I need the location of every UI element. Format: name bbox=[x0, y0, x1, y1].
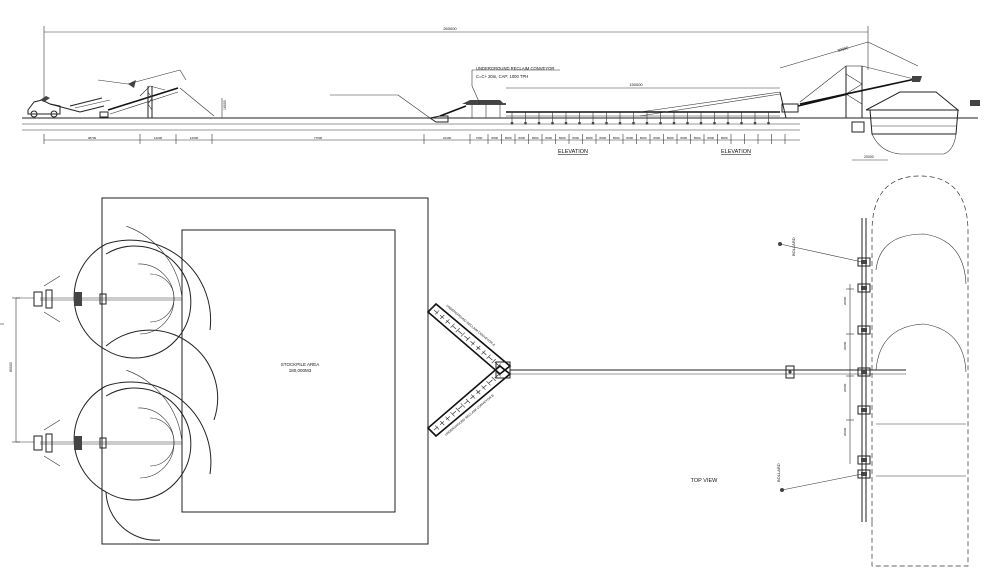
dim-label: 8000 bbox=[721, 136, 728, 140]
dimension-chain: 38700 14000 12000 77000 22400 7000 8000 8000 800… bbox=[43, 134, 800, 144]
ship-outline-outer bbox=[871, 175, 969, 567]
reclaim-label-2: C=C+ 20m, CAP: 1000 TPH bbox=[476, 74, 528, 79]
stacker-plan-top bbox=[16, 275, 107, 323]
dim-label: 8000 bbox=[640, 136, 647, 140]
stockpile-label-1: STOCKPILE AREA bbox=[281, 362, 319, 367]
dim-label: 8000 bbox=[518, 136, 525, 140]
stacker-plan-bottom bbox=[16, 419, 107, 467]
dim-label: 8000 bbox=[653, 136, 660, 140]
bollard-bottom-label: BOLLARD bbox=[776, 463, 781, 482]
dim-label: 8000 bbox=[491, 136, 498, 140]
height-dim-text: 16000 bbox=[223, 100, 227, 110]
stockpile-outer-boundary bbox=[101, 197, 429, 545]
dim-label: 8000 bbox=[680, 136, 687, 140]
dim-label: 8000 bbox=[586, 136, 593, 140]
dim-label: 8000 bbox=[545, 136, 552, 140]
dim-label: 8000 bbox=[532, 136, 539, 140]
ship-outline-inner bbox=[875, 233, 967, 477]
reclaim-label-1: UNDERGROUND RECLAIM CONVEYOR bbox=[476, 66, 554, 71]
berth-dim-label: 20000 bbox=[843, 296, 847, 305]
elevation-title-2: ELEVATION bbox=[721, 149, 751, 155]
dim-ticks: 38700 14000 12000 77000 22400 7000 8000 8000 800… bbox=[43, 134, 786, 144]
dim-label: 8000 bbox=[667, 136, 674, 140]
stockpile-label-2: 180,000M3 bbox=[289, 368, 312, 373]
dim-label: 8000 bbox=[613, 136, 620, 140]
spacing-dim-text: 80000 bbox=[9, 362, 13, 372]
dim-label: 12000 bbox=[190, 136, 199, 140]
dim-label: 8000 bbox=[694, 136, 701, 140]
elevation-view: 260000 bbox=[22, 26, 980, 161]
jetty-junction bbox=[785, 365, 795, 379]
dim-label: 8000 bbox=[626, 136, 633, 140]
dim-label: 8000 bbox=[505, 136, 512, 140]
shiploader-elevation: 30000 bbox=[779, 41, 922, 119]
dim-label: 77000 bbox=[314, 136, 323, 140]
reclaim-conveyor-elevation: UNDERGROUND RECLAIM CONVEYOR C=C+ 20m, C… bbox=[428, 66, 560, 123]
overall-dimension: 260000 bbox=[43, 26, 869, 102]
top-view-title: TOP VIEW bbox=[691, 478, 719, 484]
dim-label: 8000 bbox=[572, 136, 579, 140]
gallery-piers bbox=[510, 112, 770, 125]
berth-dim-label: 20000 bbox=[843, 341, 847, 350]
stacker-sweep-bottom bbox=[40, 329, 219, 541]
bollard-top-label: BOLLARD bbox=[791, 237, 796, 256]
dim-label: 8000 bbox=[559, 136, 566, 140]
stockpile-inner-boundary bbox=[181, 229, 396, 513]
berth-dolphins bbox=[857, 257, 871, 479]
span-dim-text: 150000 bbox=[629, 82, 643, 87]
stacker-sweep-top bbox=[40, 225, 212, 359]
reclaim-lower-label: UNDERGROUND RECLAIM CONVEYOR B bbox=[444, 393, 495, 436]
bottom-dim-text: 20000 bbox=[864, 155, 874, 159]
dim-label: 8000 bbox=[707, 136, 714, 140]
conveyor-gallery: 150000 bbox=[506, 82, 781, 125]
dim-label: 22400 bbox=[443, 136, 452, 140]
stacker-machine-left bbox=[27, 69, 215, 118]
plan-view: 80000 STOCKPILE AREA 180,000M3 UNDERGROU… bbox=[0, 175, 969, 567]
dim-label: 7000 bbox=[476, 136, 483, 140]
ship-elevation: 20000 bbox=[851, 91, 980, 161]
bollard-top: BOLLARD bbox=[778, 237, 863, 263]
boom-dim-text: 30000 bbox=[837, 45, 850, 53]
berth-dim-label: 20000 bbox=[843, 383, 847, 392]
dim-label: 8000 bbox=[599, 136, 606, 140]
berth: 20000 20000 20000 20000 bbox=[843, 218, 871, 522]
dim-label: 38700 bbox=[88, 136, 97, 140]
elevation-title-1: ELEVATION bbox=[558, 149, 588, 155]
dim-label: 14000 bbox=[154, 136, 163, 140]
overall-dim-text: 260000 bbox=[443, 26, 457, 31]
bollard-bottom: BOLLARD bbox=[776, 463, 863, 492]
berth-dim-label: 20000 bbox=[843, 427, 847, 436]
reclaim-conveyor-b: UNDERGROUND RECLAIM CONVEYOR B bbox=[426, 364, 512, 438]
